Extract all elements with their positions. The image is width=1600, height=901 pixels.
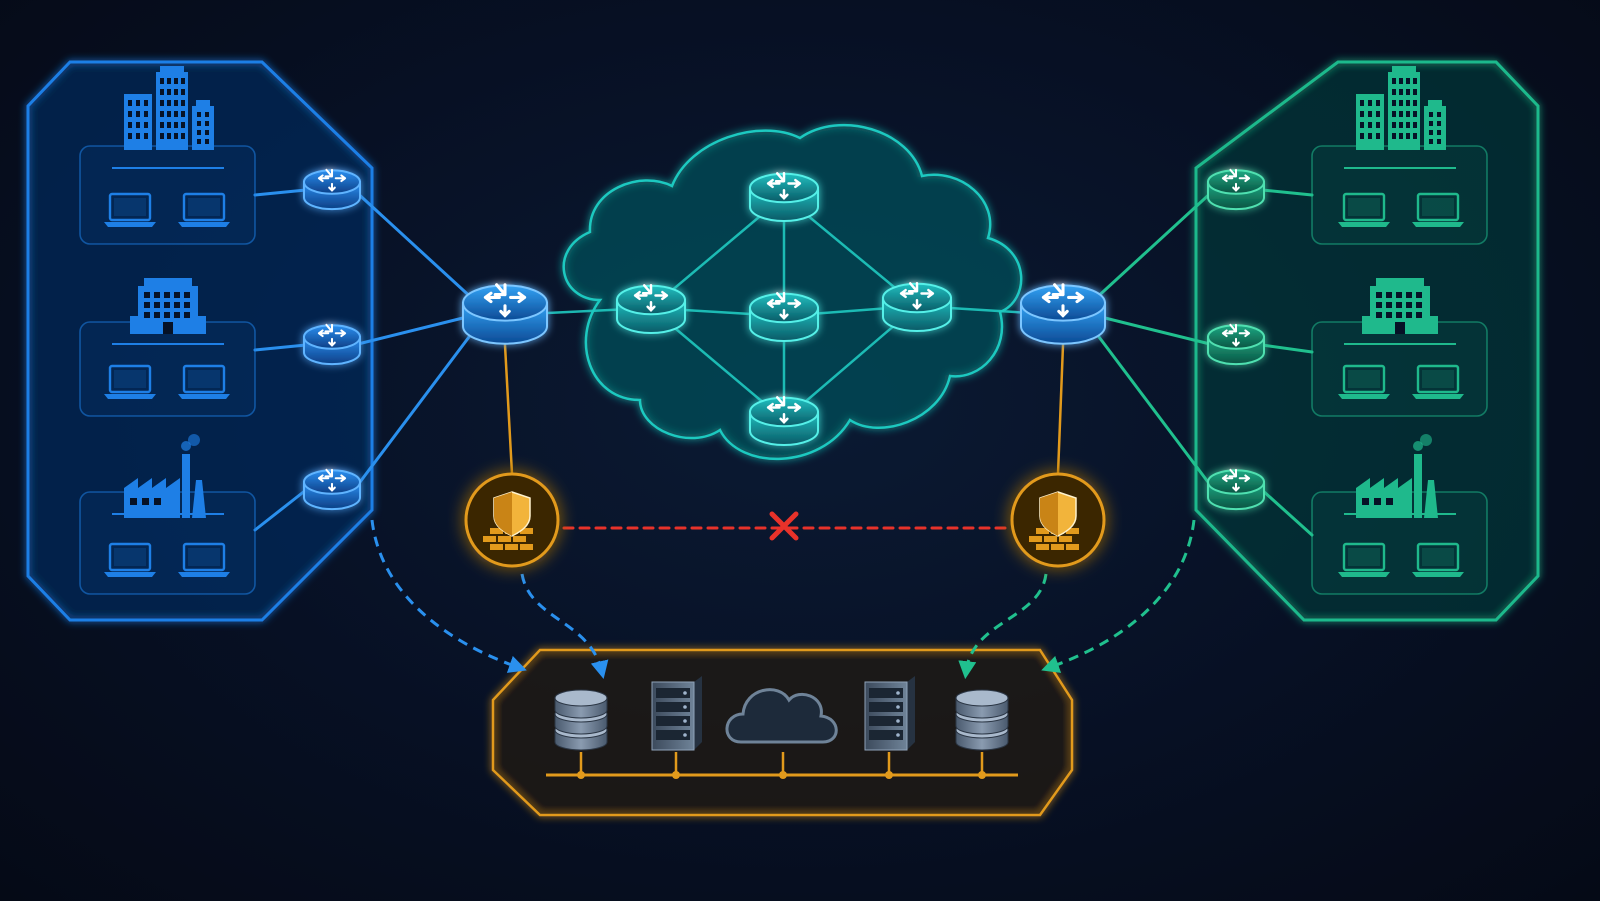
- core-router-icon-cT: [749, 172, 819, 222]
- core-router-icon-cM: [749, 292, 819, 342]
- firewall-right-icon: [1010, 472, 1106, 568]
- link-left-router-2-to-edge: [352, 313, 477, 347]
- arrow-right-sites-to-datacenter: [1041, 519, 1196, 673]
- data-center-server-rack-icon-2: [651, 676, 702, 751]
- right-site-group: [1194, 60, 1540, 622]
- right-site-1-laptop-icon-1: [1338, 192, 1390, 227]
- firewall-left-icon: [464, 472, 560, 568]
- left-site-router-icon-3: [303, 468, 361, 511]
- left-site-3-laptop-icon-1: [104, 542, 156, 577]
- left-site-3-laptop-icon-2: [178, 542, 230, 577]
- blocked-x-icon: [769, 511, 799, 541]
- core-router-icon-cB: [749, 396, 819, 446]
- link-left-router-1-to-edge: [352, 188, 477, 303]
- link-right-site-1: [1260, 188, 1314, 197]
- link-left-router-3-to-edge: [352, 327, 477, 492]
- left-site-1-office-buildings-icon: [124, 66, 214, 150]
- left-site-2-laptop-icon-1: [104, 364, 156, 399]
- left-site-3-factory-icon: [124, 434, 206, 518]
- left-site-box-1: [79, 145, 256, 245]
- link-left-site-1: [253, 188, 308, 197]
- right-site-2-laptop-icon-1: [1338, 364, 1390, 399]
- left-site-1-laptop-icon-1: [104, 192, 156, 227]
- left-site-2-laptop-icon-2: [178, 364, 230, 399]
- data-center-tap-5: [978, 771, 986, 779]
- data-center-tap-1: [577, 771, 585, 779]
- data-center-database-icon-1: [554, 689, 608, 751]
- link-edge-left-to-firewall: [503, 343, 514, 476]
- right-site-1-office-buildings-icon: [1356, 66, 1446, 150]
- left-site-2-office-building-icon: [130, 278, 206, 334]
- right-site-3-laptop-icon-1: [1338, 542, 1390, 577]
- right-site-1-laptop-icon-2: [1412, 192, 1464, 227]
- link-right-site-2: [1260, 343, 1314, 354]
- left-site-1-laptop-icon-2: [178, 192, 230, 227]
- right-site-2-laptop-icon-2: [1412, 364, 1464, 399]
- right-site-border: [1194, 60, 1540, 622]
- data-center-cloud-icon: [725, 688, 838, 744]
- edge-router-right-icon: [1020, 283, 1106, 345]
- right-site-3-laptop-icon-2: [1412, 542, 1464, 577]
- link-left-site-3: [253, 488, 308, 532]
- right-site-router-icon-2: [1207, 323, 1265, 366]
- right-site-2-office-building-icon: [1362, 278, 1438, 334]
- edge-router-left-icon: [462, 283, 548, 345]
- nodes-layer: [79, 66, 1488, 779]
- left-site-router-icon-2: [303, 323, 361, 366]
- data-center-tap-2: [672, 771, 680, 779]
- link-right-site-3: [1260, 488, 1314, 537]
- core-router-icon-cL: [616, 284, 686, 334]
- right-site-3-factory-icon: [1356, 434, 1438, 518]
- right-site-router-icon-1: [1207, 168, 1265, 211]
- right-site-box-1: [1311, 145, 1488, 245]
- left-site-group: [26, 60, 374, 622]
- link-left-site-2: [253, 343, 308, 352]
- left-site-box-2: [79, 321, 256, 417]
- link-right-router-3-to-edge: [1091, 327, 1216, 492]
- left-site-router-icon-1: [303, 168, 361, 211]
- data-center-server-rack-icon-4: [864, 676, 915, 751]
- left-site-border: [26, 60, 374, 622]
- arrow-left-sites-to-datacenter: [370, 519, 527, 673]
- core-cloud-shape: [562, 123, 1023, 460]
- link-right-router-2-to-edge: [1091, 313, 1216, 347]
- data-center-tap-4: [885, 771, 893, 779]
- right-site-router-icon-3: [1207, 468, 1265, 511]
- core-cloud: [562, 123, 1023, 460]
- link-right-router-1-to-edge: [1091, 188, 1216, 303]
- link-edge-right-to-firewall: [1056, 343, 1065, 476]
- data-center-tap-3: [779, 771, 787, 779]
- data-center-database-icon-5: [955, 689, 1009, 751]
- core-router-icon-cR: [882, 282, 952, 332]
- right-site-box-2: [1311, 321, 1488, 417]
